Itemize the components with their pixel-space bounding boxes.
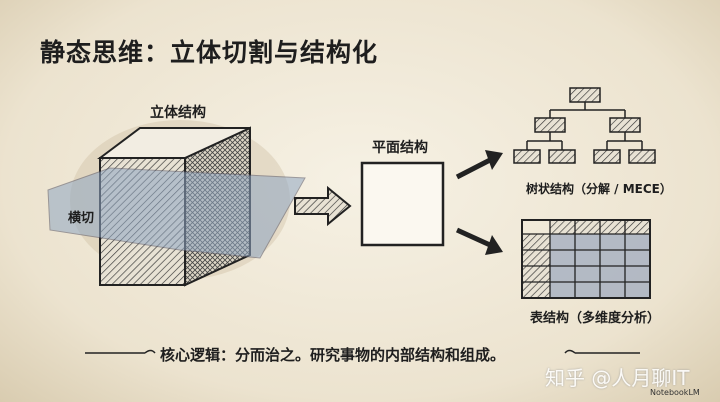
plane-square bbox=[360, 161, 445, 247]
table-label: 表结构（多维度分析） bbox=[530, 311, 661, 326]
table-grid bbox=[521, 219, 651, 299]
core-logic-text: 核心逻辑：分而治之。研究事物的内部结构和组成。 bbox=[160, 346, 506, 364]
page-title: 静态思维：立体切割与结构化 bbox=[40, 38, 379, 67]
tree-structure bbox=[513, 87, 656, 164]
cut-label: 横切 bbox=[68, 211, 95, 226]
arrow-right-icon bbox=[294, 185, 352, 227]
cut-plane bbox=[47, 167, 306, 259]
watermark: 知乎 @人月聊IT bbox=[545, 366, 690, 390]
plane-label: 平面结构 bbox=[372, 140, 428, 156]
arrow-to-table-icon bbox=[455, 227, 503, 255]
cube-3d bbox=[47, 120, 306, 287]
divider-ornament bbox=[85, 349, 640, 354]
arrow-to-tree-icon bbox=[455, 150, 503, 180]
cube-top-face bbox=[97, 127, 251, 159]
cube-label: 立体结构 bbox=[150, 105, 206, 121]
notebooklm-badge: NotebookLM bbox=[650, 388, 700, 397]
tree-label: 树状结构（分解 / MECE） bbox=[526, 182, 672, 196]
